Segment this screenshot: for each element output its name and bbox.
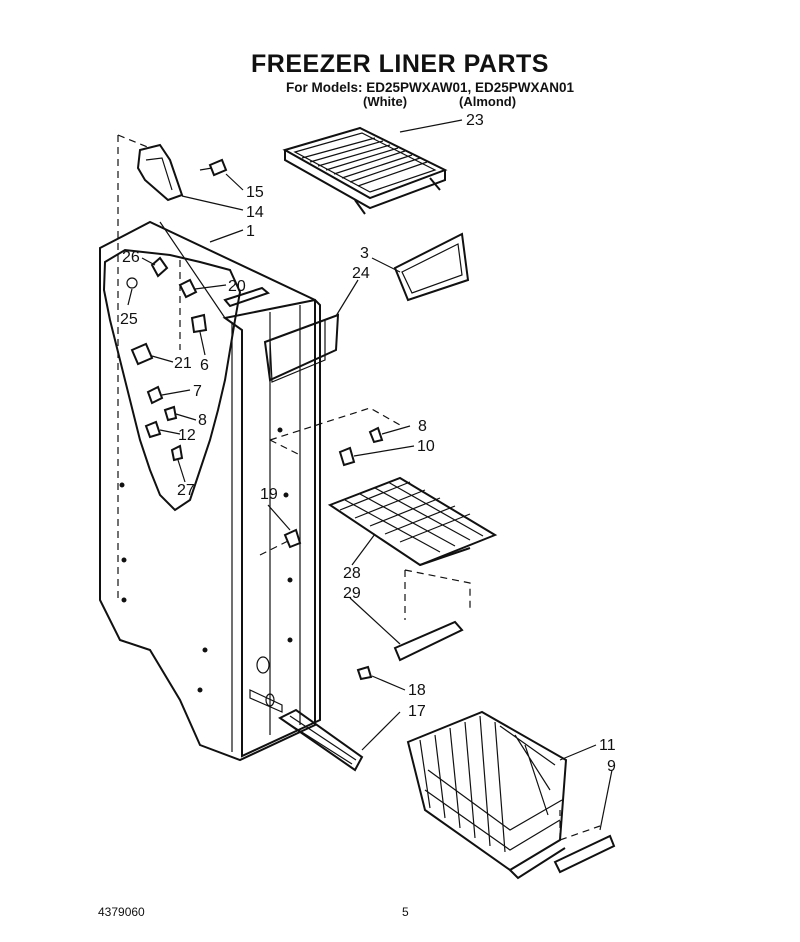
callout-24: 24 [352,265,370,282]
models-line: For Models: ED25PWXAW01, ED25PWXAN01 [286,80,575,95]
callout-14: 14 [246,204,264,221]
callout-21: 21 [174,355,192,372]
callout-labels: 23 15 14 1 3 24 26 20 25 21 6 7 8 12 27 … [120,112,616,775]
basket-trim-drawing [553,825,616,874]
bracket-drawing [136,143,228,202]
callout-15: 15 [246,184,264,201]
callout-1: 1 [246,223,255,240]
light-cover-drawing [263,232,470,382]
shelf-rail-drawing [393,569,471,662]
callout-17: 17 [408,703,426,720]
color-almond-label: (Almond) [459,94,517,109]
callout-12: 12 [178,427,196,444]
callout-20: 20 [228,278,246,295]
callout-29: 29 [343,585,361,602]
callout-19: 19 [260,486,278,503]
callout-26: 26 [122,249,140,266]
page-title: FREEZER LINER PARTS [251,50,549,78]
callout-9: 9 [607,758,616,775]
callout-18: 18 [408,682,426,699]
document-number: 4379060 [98,905,145,919]
wire-shelf-drawing [327,476,498,567]
callout-11: 11 [599,737,616,754]
callout-8-left: 8 [198,412,207,429]
callout-25: 25 [120,311,138,328]
callout-8-right: 8 [418,418,427,435]
callout-7: 7 [193,383,202,400]
callout-28: 28 [343,565,361,582]
callout-23: 23 [466,112,484,129]
callout-3: 3 [360,245,369,262]
freezer-liner-drawing [99,220,326,762]
leader-lines [117,119,613,840]
color-white-label: (White) [363,94,408,109]
callout-27: 27 [177,482,195,499]
page-number: 5 [402,905,409,919]
bottom-trim-drawing [278,708,364,772]
wire-basket-drawing [406,710,568,880]
small-parts-drawing [126,256,384,681]
callout-10: 10 [417,438,435,455]
callout-6: 6 [200,357,209,374]
top-shelf-drawing [282,126,448,215]
